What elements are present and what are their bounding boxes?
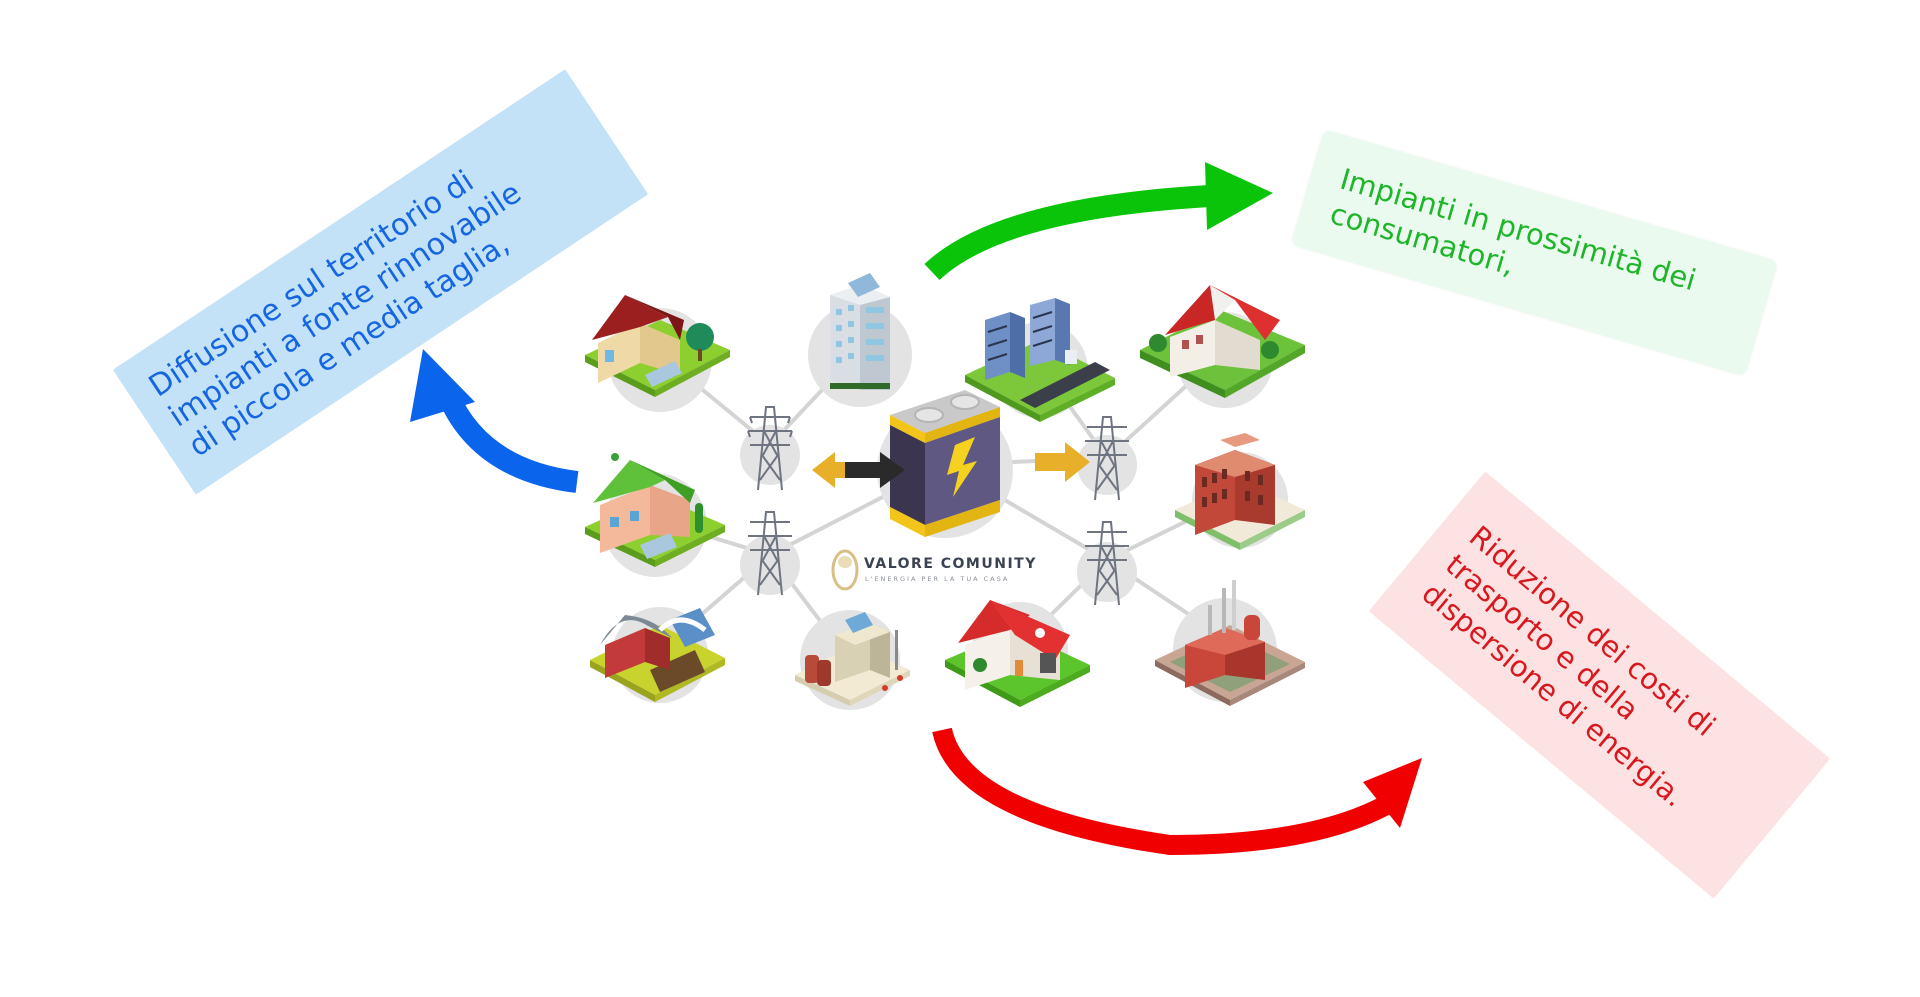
pylon-icon	[1085, 521, 1129, 606]
blue-arrow	[410, 349, 579, 493]
pylon-icon	[748, 511, 792, 596]
small-factory-icon	[795, 612, 910, 706]
house-green-roof-icon	[585, 453, 725, 567]
apartment-solar-icon	[830, 273, 890, 390]
red-arrow	[932, 727, 1422, 856]
bidirectional-arrow-icon	[812, 452, 905, 488]
logo-mark-icon	[831, 549, 859, 591]
valore-comunity-logo: VALORE COMUNITY L'ENERGIA PER LA TUA CAS…	[830, 548, 1050, 594]
pylon-icon	[1085, 416, 1129, 501]
battery-icon	[890, 390, 1000, 537]
office-building-icon	[965, 298, 1115, 422]
halo	[1077, 542, 1137, 602]
halo	[740, 425, 800, 485]
house-red-roof-icon	[945, 600, 1090, 707]
green-arrow	[924, 162, 1273, 281]
barn-solar-icon	[590, 608, 725, 702]
halo	[1077, 435, 1137, 495]
pylon-icon	[747, 406, 793, 491]
logo-name: VALORE COMUNITY	[864, 556, 1037, 572]
house-solar-icon	[585, 295, 730, 397]
villa-icon	[1140, 285, 1305, 398]
halo	[740, 535, 800, 595]
industrial-plant-icon	[1155, 580, 1305, 706]
school-building-icon	[1175, 433, 1305, 550]
logo-tagline: L'ENERGIA PER LA TUA CASA	[865, 575, 1010, 583]
outflow-arrow-icon	[1035, 442, 1090, 482]
